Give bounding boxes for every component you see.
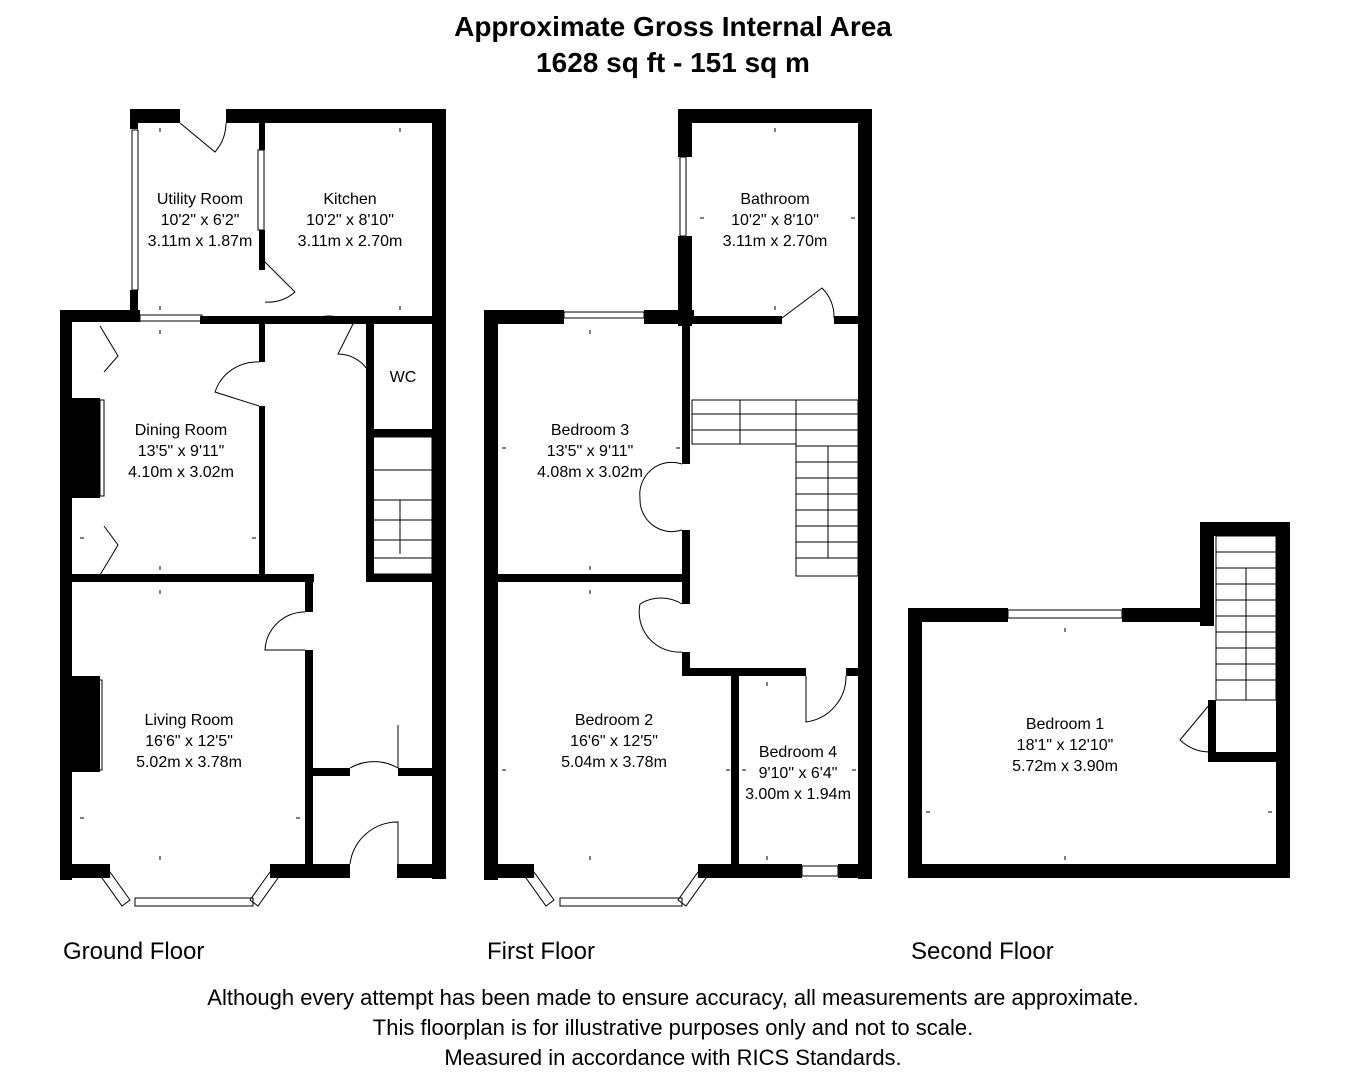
bathroom-metric: 3.11m x 2.70m xyxy=(723,233,828,250)
plan-title: Approximate Gross Internal Area xyxy=(454,11,892,42)
bedroom-2-name: Bedroom 2 xyxy=(575,712,653,729)
first-floor-fixtures xyxy=(525,156,859,907)
living-room-name: Living Room xyxy=(145,712,234,729)
bedroom-4-name: Bedroom 4 xyxy=(759,744,837,761)
ground-floor-plan xyxy=(60,109,446,880)
living-room-imperial: 16'6" x 12'5" xyxy=(145,733,233,750)
disclaimer-line-1: Although every attempt has been made to … xyxy=(207,985,1139,1010)
disclaimer-line-2: This floorplan is for illustrative purpo… xyxy=(372,1015,974,1040)
ground-floor-label: Ground Floor xyxy=(63,938,205,965)
bedroom-1-name: Bedroom 1 xyxy=(1026,716,1104,733)
ground-floor-fixtures xyxy=(97,122,433,907)
bedroom-3-imperial: 13'5" x 9'11" xyxy=(547,443,634,460)
bedroom-2-imperial: 16'6" x 12'5" xyxy=(570,733,658,750)
bedroom-4-imperial: 9'10" x 6'4" xyxy=(759,765,838,782)
room-labels: Utility Room 10'2" x 6'2" 3.11m x 1.87m … xyxy=(128,191,1118,803)
dining-room-imperial: 13'5" x 9'11" xyxy=(138,443,225,460)
second-floor-fixtures xyxy=(1007,535,1277,753)
utility-room-metric: 3.11m x 1.87m xyxy=(148,233,253,250)
kitchen-imperial: 10'2" x 8'10" xyxy=(306,212,394,229)
bedroom-3-name: Bedroom 3 xyxy=(551,422,629,439)
dining-room-name: Dining Room xyxy=(135,422,227,439)
disclaimer-line-3: Measured in accordance with RICS Standar… xyxy=(444,1045,902,1070)
bedroom-2-metric: 5.04m x 3.78m xyxy=(561,754,667,771)
first-floor-plan xyxy=(484,109,872,880)
dimension-markers xyxy=(80,128,1272,860)
utility-room-imperial: 10'2" x 6'2" xyxy=(161,212,240,229)
utility-room-name: Utility Room xyxy=(157,191,243,208)
bedroom-3-metric: 4.08m x 3.02m xyxy=(537,464,643,481)
dining-room-metric: 4.10m x 3.02m xyxy=(128,464,234,481)
living-room-metric: 5.02m x 3.78m xyxy=(136,754,242,771)
bedroom-4-metric: 3.00m x 1.94m xyxy=(745,786,851,803)
bedroom-1-imperial: 18'1" x 12'10" xyxy=(1017,737,1114,754)
kitchen-metric: 3.11m x 2.70m xyxy=(298,233,403,250)
second-floor-label: Second Floor xyxy=(911,938,1054,965)
bedroom-1-metric: 5.72m x 3.90m xyxy=(1012,758,1118,775)
bathroom-name: Bathroom xyxy=(740,191,809,208)
bathroom-imperial: 10'2" x 8'10" xyxy=(731,212,819,229)
kitchen-name: Kitchen xyxy=(323,191,376,208)
second-floor-plan xyxy=(908,522,1290,878)
plan-area: 1628 sq ft - 151 sq m xyxy=(536,47,810,78)
wc-name: WC xyxy=(390,369,417,386)
first-floor-label: First Floor xyxy=(487,938,595,965)
